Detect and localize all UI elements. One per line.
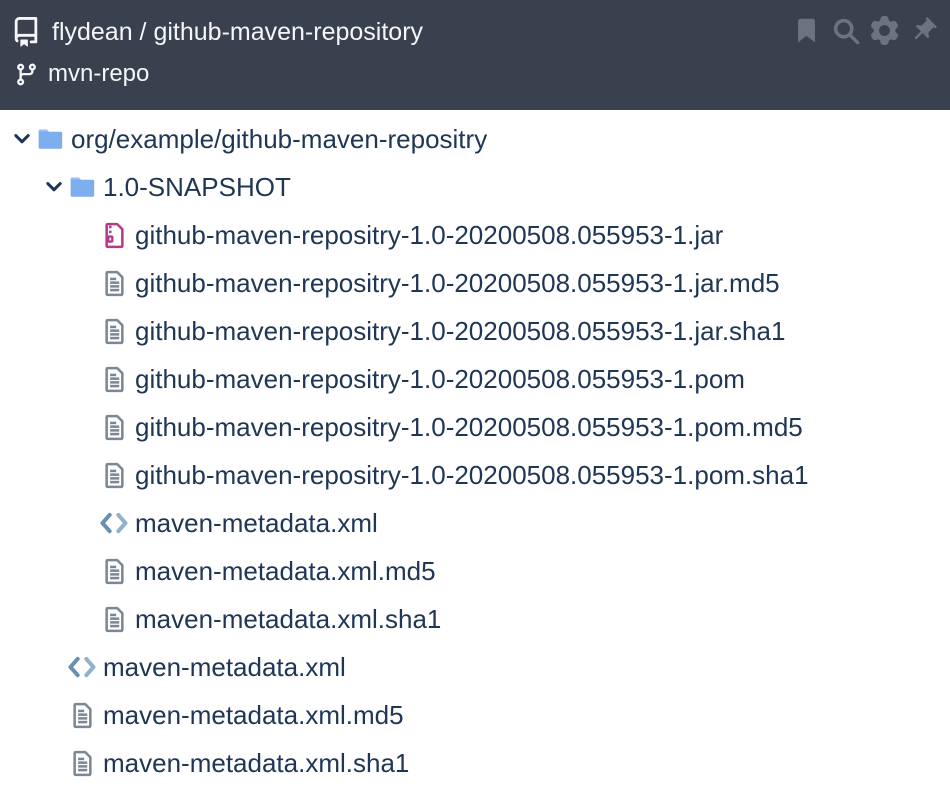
tree-row-file[interactable]: maven-metadata.xml.md5 <box>0 547 950 595</box>
tree-row-file[interactable]: maven-metadata.xml.sha1 <box>0 739 950 787</box>
branch-row: mvn-repo <box>10 56 938 92</box>
tree-row-file[interactable]: maven-metadata.xml.sha1 <box>0 595 950 643</box>
search-icon[interactable] <box>831 16 860 45</box>
gear-icon[interactable] <box>870 16 899 45</box>
file-name: maven-metadata.xml <box>103 651 346 682</box>
file-name: maven-metadata.xml.sha1 <box>103 747 410 778</box>
file-icon <box>100 365 128 393</box>
repo-title[interactable]: flydean / github-maven-repository <box>52 17 424 46</box>
xml-code-icon <box>100 509 128 537</box>
file-name: maven-metadata.xml.sha1 <box>135 603 442 634</box>
chevron-down-icon[interactable] <box>8 125 36 153</box>
tree-row-folder[interactable]: org/example/github-maven-repositry <box>0 115 950 163</box>
file-name: github-maven-repositry-1.0-20200508.0559… <box>135 363 745 394</box>
tree-row-file[interactable]: github-maven-repositry-1.0-20200508.0559… <box>0 403 950 451</box>
folder-name: 1.0-SNAPSHOT <box>103 171 291 202</box>
folder-icon <box>36 125 64 153</box>
file-icon <box>100 605 128 633</box>
file-name: maven-metadata.xml.md5 <box>103 699 404 730</box>
tree-row-file[interactable]: maven-metadata.xml.md5 <box>0 691 950 739</box>
tree-row-file[interactable]: maven-metadata.xml <box>0 499 950 547</box>
tree-row-file[interactable]: github-maven-repositry-1.0-20200508.0559… <box>0 211 950 259</box>
file-name: github-maven-repositry-1.0-20200508.0559… <box>135 459 809 490</box>
file-name: github-maven-repositry-1.0-20200508.0559… <box>135 315 786 346</box>
pin-icon[interactable] <box>909 16 938 45</box>
tree-row-file[interactable]: github-maven-repositry-1.0-20200508.0559… <box>0 355 950 403</box>
file-name: github-maven-repositry-1.0-20200508.0559… <box>135 219 724 250</box>
tree-row-file[interactable]: github-maven-repositry-1.0-20200508.0559… <box>0 307 950 355</box>
file-icon <box>100 461 128 489</box>
file-icon <box>68 701 96 729</box>
tree-row-file[interactable]: github-maven-repositry-1.0-20200508.0559… <box>0 451 950 499</box>
file-icon <box>100 317 128 345</box>
file-icon <box>100 269 128 297</box>
file-name: maven-metadata.xml.md5 <box>135 555 436 586</box>
folder-name: org/example/github-maven-repositry <box>71 123 488 154</box>
tree-row-folder[interactable]: 1.0-SNAPSHOT <box>0 163 950 211</box>
tree-row-file[interactable]: maven-metadata.xml <box>0 643 950 691</box>
file-icon <box>100 413 128 441</box>
chevron-down-icon[interactable] <box>40 173 68 201</box>
bookmark-icon[interactable] <box>792 16 821 45</box>
file-name: github-maven-repositry-1.0-20200508.0559… <box>135 411 803 442</box>
file-icon <box>68 749 96 777</box>
header-actions <box>792 16 938 45</box>
tree-row-file[interactable]: github-maven-repositry-1.0-20200508.0559… <box>0 259 950 307</box>
repo-book-icon <box>10 16 42 48</box>
repo-header-row: flydean / github-maven-repository <box>10 12 938 52</box>
git-branch-icon <box>13 61 39 87</box>
archive-file-icon <box>100 221 128 249</box>
file-tree: org/example/github-maven-repositry 1.0-S… <box>0 110 950 787</box>
xml-code-icon <box>68 653 96 681</box>
file-name: maven-metadata.xml <box>135 507 378 538</box>
file-icon <box>100 557 128 585</box>
folder-icon <box>68 173 96 201</box>
branch-name[interactable]: mvn-repo <box>48 60 150 87</box>
app-header: flydean / github-maven-repository mvn-re… <box>0 0 950 110</box>
file-name: github-maven-repositry-1.0-20200508.0559… <box>135 267 780 298</box>
